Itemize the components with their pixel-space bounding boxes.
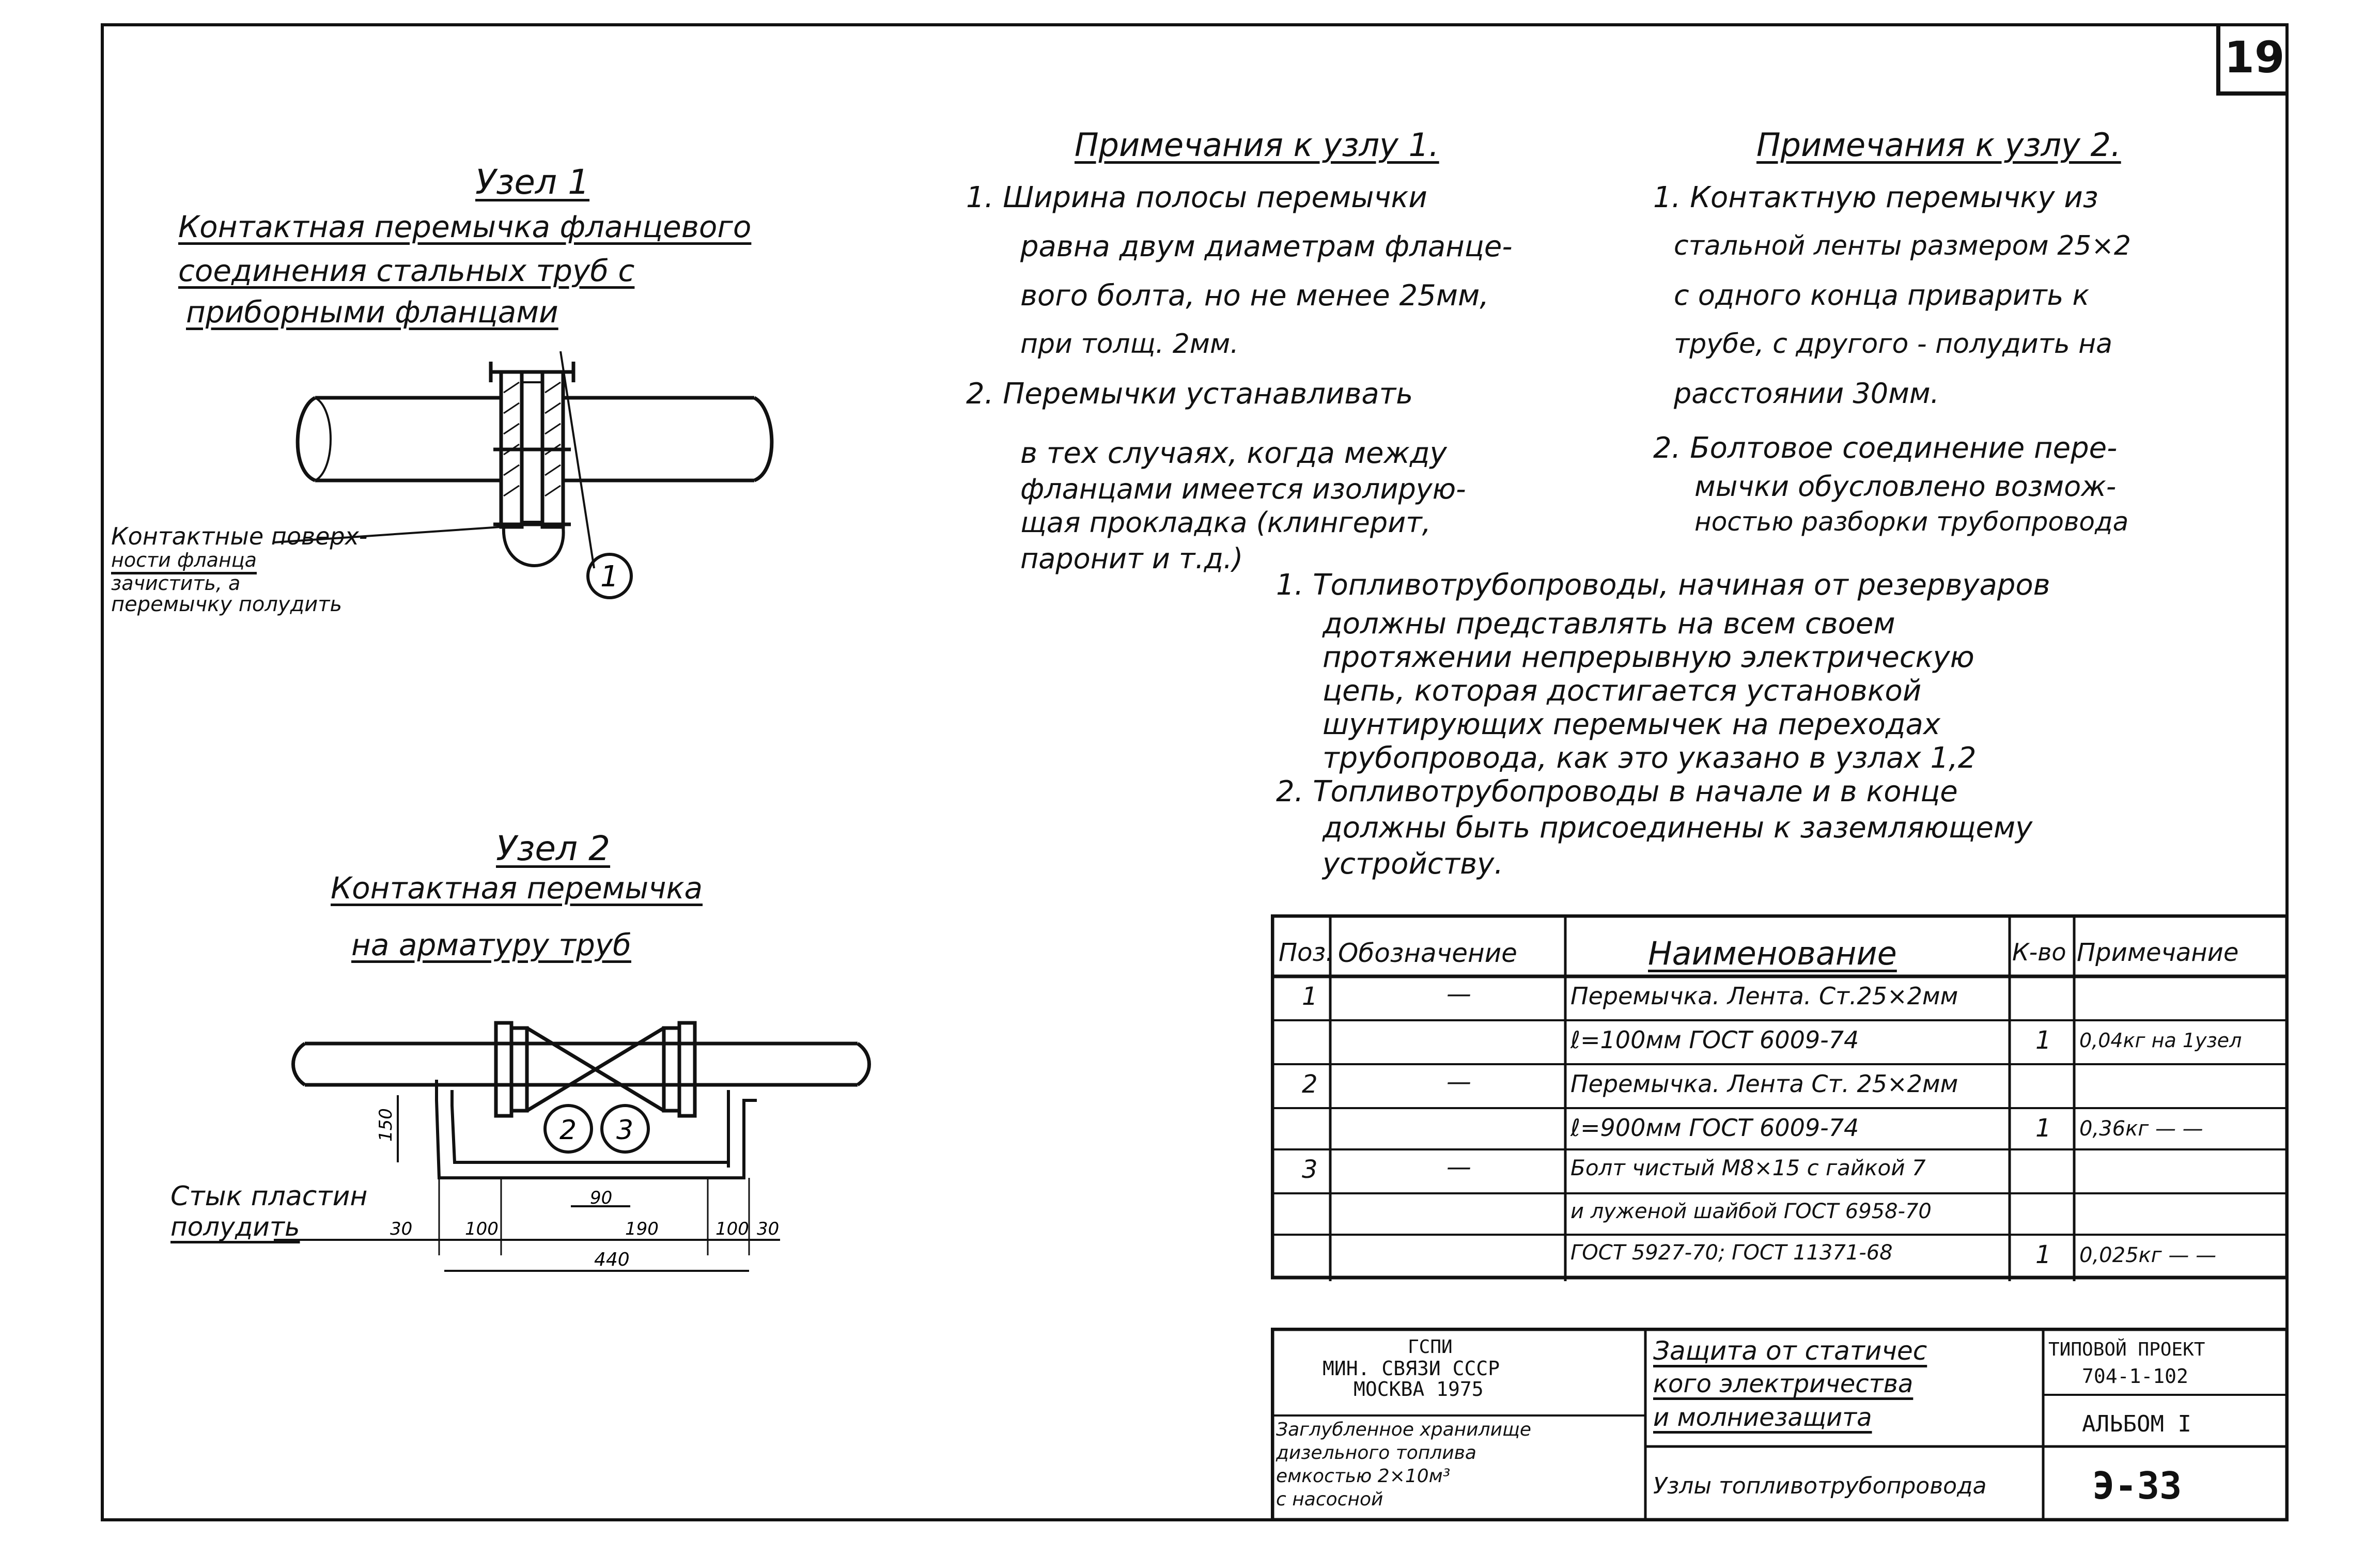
- notes1-line-5: 2. Перемычки устанавливать: [966, 377, 1413, 411]
- node2-dim-d: 190: [625, 1219, 659, 1239]
- node1-side-note-2: ности фланца: [111, 549, 257, 571]
- title-object-line-3: емкостью 2×10м³: [1276, 1466, 1451, 1487]
- spec-row-4-name: ℓ=900мм ГОСТ 6009-74: [1570, 1114, 1859, 1142]
- notes2-line-2: стальной ленты размером 25×2: [1674, 230, 2132, 261]
- title-sheet-code: Э-33: [2092, 1464, 2182, 1507]
- spec-row-1-name: Перемычка. Лента. Ст.25×2мм: [1570, 982, 1958, 1010]
- node1-callout-number: 1: [600, 560, 619, 594]
- node1-side-note-3: зачистить, а: [111, 572, 241, 595]
- notes2-line-1: 1. Контактную перемычку из: [1653, 181, 2098, 214]
- notes2-line-5: расстоянии 30мм.: [1674, 377, 1939, 410]
- spec-row-2-name: ℓ=100мм ГОСТ 6009-74: [1570, 1026, 1859, 1054]
- notes1-line-4: при толщ. 2мм.: [1020, 329, 1239, 360]
- node2-dim-c: 90: [590, 1188, 612, 1208]
- title-doc-line-1: Защита от статичес: [1653, 1336, 1927, 1366]
- notes1-line-8: щая прокладка (клингерит,: [1020, 506, 1431, 539]
- general-note-line-7: 2. Топливотрубопроводы в начале и в конц…: [1276, 775, 1958, 808]
- notes2-line-7: мычки обусловлено возмож-: [1694, 470, 2117, 503]
- spec-row-2-qty: 1: [2035, 1026, 2051, 1055]
- title-doc-line-2: кого электричества: [1653, 1370, 1914, 1398]
- node1-caption-line-2: соединения стальных труб с: [178, 253, 635, 288]
- notes2-line-3: с одного конца приварить к: [1674, 279, 2090, 312]
- notes1-line-6: в тех случаях, когда между: [1020, 437, 1447, 470]
- general-note-line-9: устройству.: [1323, 847, 1504, 881]
- spec-header-note: Примечание: [2077, 938, 2239, 967]
- drawing-frame: [101, 23, 2289, 1521]
- node1-caption-line-3: приборными фланцами: [186, 294, 558, 330]
- spec-header-name: Наименование: [1648, 935, 1897, 972]
- node2-dim-e: 100: [715, 1219, 749, 1239]
- spec-row-6-name: и луженой шайбой ГОСТ 6958-70: [1570, 1200, 1932, 1223]
- node1-drawing: 1: [274, 351, 774, 599]
- spec-row-7-qty: 1: [2035, 1240, 2051, 1269]
- general-note-line-8: должны быть присоединены к заземляющему: [1323, 811, 2033, 845]
- spec-row-7-note: 0,025кг — —: [2079, 1243, 2217, 1267]
- sheet-number: 19: [2216, 23, 2289, 96]
- spec-row-3-pos: 2: [1302, 1070, 1318, 1099]
- node2-dim-height: 150: [376, 1108, 396, 1142]
- node1-side-note-4: перемычку полудить: [111, 593, 343, 616]
- general-note-line-1: 1. Топливотрубопроводы, начиная от резер…: [1276, 568, 2050, 602]
- spec-header-pos: Поз.: [1279, 938, 1334, 967]
- title-org-line-3: МОСКВА 1975: [1354, 1378, 1484, 1401]
- spec-header-designation: Обозначение: [1338, 938, 1517, 968]
- spec-row-7-name: ГОСТ 5927-70; ГОСТ 11371-68: [1570, 1241, 1893, 1265]
- node2-dim-a: 30: [390, 1219, 412, 1239]
- title-album: АЛЬБОМ I: [2082, 1411, 2191, 1437]
- title-object-line-2: дизельного топлива: [1276, 1442, 1476, 1464]
- title-doc-line-3: и молниезащита: [1653, 1403, 1872, 1432]
- node2-side-note-1: Стык пластин: [170, 1181, 368, 1212]
- title-object-line-1: Заглубленное хранилище: [1276, 1419, 1532, 1440]
- node1-title: Узел 1: [475, 162, 590, 202]
- node2-caption-line-1: Контактная перемычка: [331, 870, 703, 906]
- general-note-line-5: шунтирующих перемычек на переходах: [1323, 708, 1940, 741]
- node2-side-note-2: полудить: [170, 1212, 300, 1242]
- title-object-line-4: с насосной: [1276, 1489, 1383, 1510]
- spec-row-5-designation: —: [1446, 1153, 1471, 1181]
- spec-row-4-qty: 1: [2035, 1114, 2051, 1143]
- general-note-line-4: цепь, которая достигается установкой: [1323, 674, 1922, 708]
- node2-dim-b: 100: [465, 1219, 499, 1239]
- node1-caption-line-1: Контактная перемычка фланцевого: [178, 209, 752, 244]
- notes1-line-1: 1. Ширина полосы перемычки: [966, 181, 1427, 214]
- title-org-line-2: МИН. СВЯЗИ СССР: [1323, 1357, 1500, 1380]
- title-block-grid: [1271, 1328, 2289, 1521]
- node2-title: Узел 2: [496, 829, 611, 868]
- notes1-line-2: равна двум диаметрам фланце-: [1020, 230, 1513, 263]
- notes2-line-6: 2. Болтовое соединение пере-: [1653, 431, 2118, 465]
- spec-row-3-name: Перемычка. Лента Ст. 25×2мм: [1570, 1070, 1958, 1098]
- node2-dim-total: 440: [594, 1249, 630, 1270]
- title-org-line-1: ГСПИ: [1408, 1336, 1453, 1358]
- general-note-line-3: протяжении непрерывную электрическую: [1323, 641, 1974, 674]
- spec-row-4-note: 0,36кг — —: [2079, 1117, 2203, 1141]
- spec-row-3-designation: —: [1446, 1067, 1471, 1096]
- general-note-line-2: должны представлять на всем своем: [1323, 607, 1895, 641]
- spec-table-grid: [1271, 914, 2289, 1281]
- spec-row-5-name: Болт чистый М8×15 с гайкой 7: [1570, 1155, 1926, 1180]
- notes1-line-9: паронит и т.д.): [1020, 542, 1243, 575]
- notes2-title: Примечания к узлу 2.: [1756, 126, 2121, 164]
- node1-side-note-1: Контактные поверх-: [111, 522, 368, 550]
- spec-row-2-note: 0,04кг на 1узел: [2079, 1029, 2242, 1052]
- spec-row-1-pos: 1: [1302, 982, 1318, 1011]
- notes2-line-8: ностью разборки трубопровода: [1694, 507, 2129, 537]
- notes1-line-3: вого болта, но не менее 25мм,: [1020, 279, 1489, 313]
- title-sheet-title: Узлы топливотрубопровода: [1653, 1473, 1987, 1499]
- node2-drawing: 2 3 150 30 100 90 190 100 30 440: [274, 1021, 871, 1272]
- spec-row-5-pos: 3: [1302, 1155, 1318, 1184]
- spec-row-1-designation: —: [1446, 979, 1471, 1008]
- node2-caption-line-2: на арматуру труб: [351, 927, 631, 962]
- notes1-title: Примечания к узлу 1.: [1075, 126, 1439, 164]
- title-project-line-1: ТИПОВОЙ ПРОЕКТ: [2048, 1339, 2205, 1360]
- general-note-line-6: трубопровода, как это указано в узлах 1,…: [1323, 741, 1977, 775]
- node2-callout-2: 2: [559, 1115, 577, 1146]
- spec-header-qty: К-во: [2012, 938, 2066, 966]
- node2-callout-3: 3: [616, 1115, 633, 1146]
- title-project-line-2: 704-1-102: [2082, 1365, 2188, 1388]
- notes1-line-7: фланцами имеется изолирую-: [1020, 473, 1466, 505]
- node2-dim-f: 30: [757, 1219, 779, 1239]
- notes2-line-4: трубе, с другого - полудить на: [1674, 329, 2113, 360]
